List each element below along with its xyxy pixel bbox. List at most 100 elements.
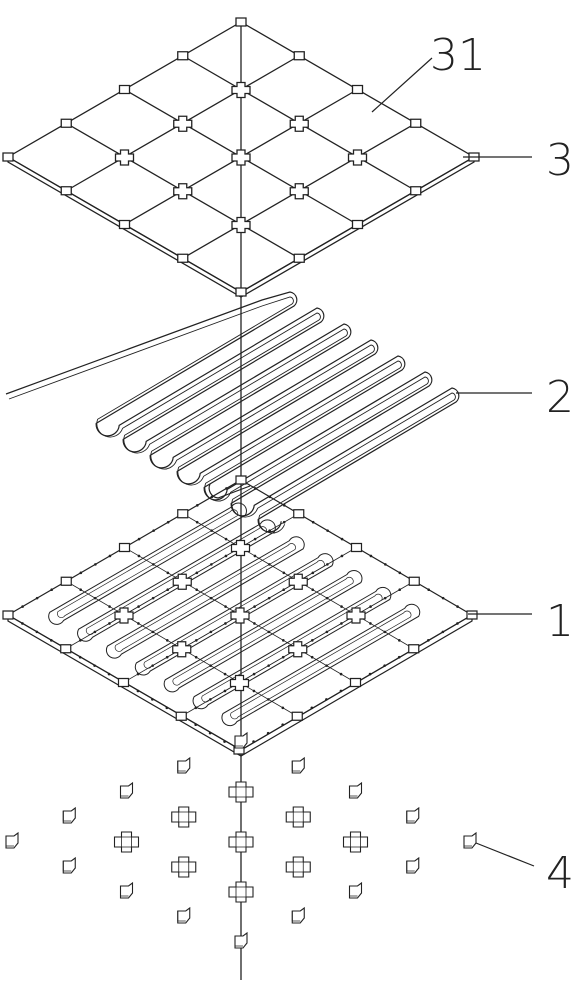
- connector-edge-face: [120, 786, 129, 797]
- base-hole: [383, 630, 387, 634]
- base-hole: [196, 504, 199, 507]
- base-hole: [282, 520, 286, 524]
- connector-edge-face: [349, 786, 358, 797]
- connector-edge: [234, 731, 248, 749]
- base-hole: [267, 630, 271, 634]
- base-clip: [177, 509, 189, 519]
- base-hole: [325, 596, 329, 600]
- connector-pieces: [5, 731, 477, 949]
- connector-edge: [348, 881, 363, 899]
- base-clip: [346, 607, 366, 624]
- base-hole: [252, 689, 256, 693]
- base-hole: [108, 622, 111, 625]
- base-hole: [194, 723, 197, 726]
- base-hole: [384, 563, 387, 566]
- base-hole: [267, 664, 270, 667]
- base-hole: [225, 487, 228, 490]
- base-channel-inner: [230, 610, 412, 720]
- label-2: 2: [546, 372, 574, 423]
- connector-edge: [119, 881, 134, 899]
- base-hole: [326, 529, 329, 532]
- base-clip: [114, 607, 134, 624]
- base-hole: [339, 672, 343, 676]
- base-hole: [136, 689, 140, 693]
- connector-cross-core: [235, 836, 247, 848]
- base-hole: [137, 554, 141, 558]
- base-clip: [288, 641, 308, 658]
- connector-edge: [291, 906, 305, 924]
- panel-clip: [231, 81, 251, 99]
- base-channel: [48, 502, 247, 625]
- connector-cross: [228, 881, 254, 903]
- base-clip: [60, 576, 72, 586]
- top-grid-panel: [2, 17, 480, 298]
- base-hole: [93, 630, 97, 634]
- base-hole: [398, 588, 401, 591]
- base-hole: [209, 664, 212, 667]
- connector-edge: [234, 931, 248, 949]
- connector-cross-core: [235, 886, 247, 898]
- base-channel: [77, 519, 276, 642]
- base-hole: [166, 520, 170, 524]
- base-clip: [288, 573, 308, 590]
- panel-clip: [293, 253, 305, 263]
- base-hole: [281, 723, 284, 726]
- base-hole: [224, 605, 227, 608]
- base-hole: [79, 588, 82, 591]
- base-hole: [383, 596, 387, 600]
- panel-clip: [410, 186, 422, 196]
- base-hole: [50, 588, 53, 591]
- base-hole: [267, 596, 271, 600]
- base-hole: [267, 698, 270, 701]
- base-hole: [151, 630, 155, 634]
- connector-edge: [62, 856, 76, 874]
- base-channel: [105, 536, 305, 659]
- base-hole: [195, 639, 198, 642]
- base-hole: [427, 588, 430, 591]
- base-clip: [293, 509, 305, 519]
- base-clip: [230, 539, 251, 557]
- base-clip: [408, 576, 420, 586]
- base-hole: [209, 596, 213, 600]
- base-hole: [78, 655, 82, 659]
- panel-clip: [235, 287, 247, 297]
- base-hole: [151, 664, 154, 667]
- base-hole: [137, 537, 141, 541]
- base-hole: [50, 639, 53, 642]
- base-hole: [166, 588, 169, 591]
- panel-clip: [289, 183, 309, 200]
- base-clip: [350, 542, 363, 553]
- base-hole: [282, 588, 285, 591]
- base-hole: [254, 487, 257, 490]
- panel-clip: [177, 253, 189, 263]
- connector-cross: [285, 856, 311, 878]
- connector-edge: [177, 756, 191, 774]
- base-clip: [172, 573, 192, 590]
- base-hole: [252, 672, 256, 676]
- base-channel: [163, 570, 363, 693]
- base-hole: [456, 605, 459, 608]
- label-1: 1: [546, 596, 574, 647]
- connector-cross: [171, 856, 197, 878]
- base-channel-inner: [143, 560, 325, 669]
- leader-line-31: [371, 57, 433, 113]
- base-hole: [210, 563, 213, 566]
- base-hole: [398, 571, 402, 575]
- base-hole: [310, 655, 314, 659]
- panel-clip: [293, 51, 305, 61]
- base-hole: [166, 571, 170, 575]
- connector-cross-core: [235, 786, 247, 798]
- connector-cross-core: [178, 811, 190, 823]
- base-hole: [93, 596, 97, 600]
- base-clip: [175, 711, 187, 721]
- heating-coil: [5, 291, 460, 534]
- base-hole: [310, 706, 314, 710]
- base-hole: [194, 706, 198, 710]
- base-clip: [408, 644, 420, 654]
- leader-line-4: [475, 842, 535, 867]
- base-hole: [137, 605, 140, 608]
- base-hole: [283, 504, 286, 507]
- base-channel: [134, 553, 334, 676]
- base-hole: [340, 605, 343, 608]
